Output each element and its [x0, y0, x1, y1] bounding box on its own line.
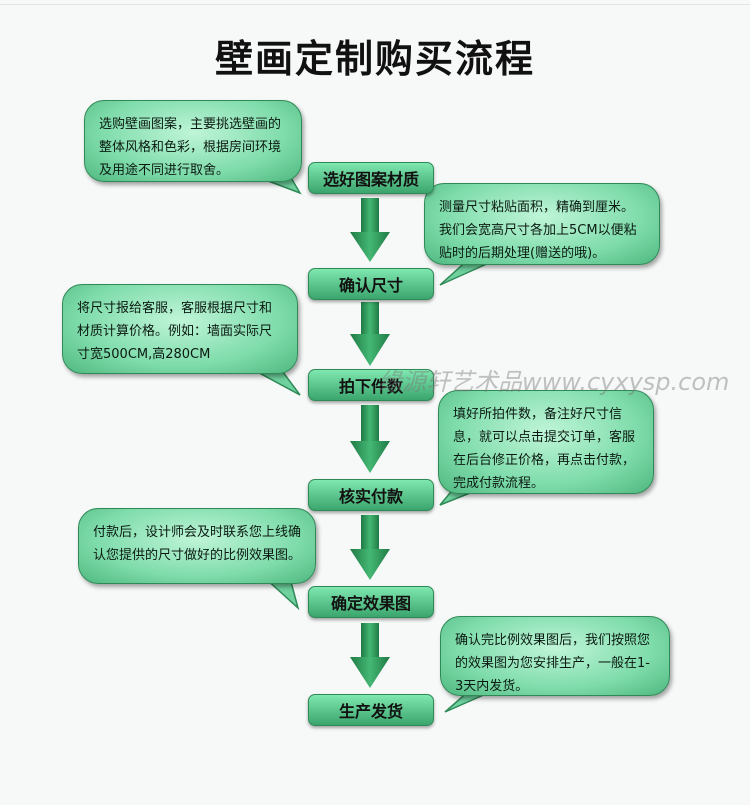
step-6-label: 生产发货	[338, 702, 403, 721]
step-1-label: 选好图案材质	[322, 170, 419, 189]
watermark: 缘源轩艺术品www.cyxysp.com	[378, 368, 730, 396]
note-5: 付款后，设计师会及时联系您上线确认您提供的尺寸做好的比例效果图。	[78, 508, 316, 584]
note-3-text: 将尺寸报给客服，客服根据尺寸和材质计算价格。例如：墙面实际尺寸宽500CM,高2…	[77, 301, 273, 362]
note-4: 填好所拍件数，备注好尺寸信息，就可以点击提交订单，客服在后台修正价格，再点击付款…	[438, 390, 654, 494]
arrow-2	[350, 302, 390, 366]
note-5-text: 付款后，设计师会及时联系您上线确认您提供的尺寸做好的比例效果图。	[93, 525, 302, 563]
note-2: 测量尺寸粘贴面积，精确到厘米。我们会宽高尺寸各加上5CM以便粘贴时的后期处理(赠…	[424, 183, 660, 265]
arrow-5	[350, 623, 390, 688]
step-2-label: 确认尺寸	[338, 276, 403, 295]
note-1: 选购壁画图案，主要挑选壁画的整体风格和色彩，根据房间环境及用途不同进行取舍。	[84, 100, 302, 182]
note-4-text: 填好所拍件数，备注好尺寸信息，就可以点击提交订单，客服在后台修正价格，再点击付款…	[453, 407, 636, 491]
note-1-text: 选购壁画图案，主要挑选壁画的整体风格和色彩，根据房间环境及用途不同进行取舍。	[99, 117, 282, 178]
note-2-text: 测量尺寸粘贴面积，精确到厘米。我们会宽高尺寸各加上5CM以便粘贴时的后期处理(赠…	[439, 200, 637, 261]
note-6-text: 确认完比例效果图后，我们按照您的效果图为您安排生产，一般在1-3天内发货。	[455, 633, 651, 694]
note-3: 将尺寸报给客服，客服根据尺寸和材质计算价格。例如：墙面实际尺寸宽500CM,高2…	[62, 284, 298, 374]
step-produce-ship: 生产发货	[308, 694, 434, 726]
step-order-quantity: 拍下件数	[308, 369, 434, 401]
step-5-label: 确定效果图	[330, 594, 411, 613]
page-title: 壁画定制购买流程	[214, 37, 535, 81]
step-confirm-size: 确认尺寸	[308, 268, 434, 300]
arrow-3	[350, 405, 390, 473]
step-confirm-rendering: 确定效果图	[308, 586, 434, 618]
note-6: 确认完比例效果图后，我们按照您的效果图为您安排生产，一般在1-3天内发货。	[440, 616, 670, 696]
step-select-pattern: 选好图案材质	[308, 162, 434, 194]
arrow-4	[350, 515, 390, 580]
step-3-label: 拍下件数	[338, 377, 403, 396]
arrow-1	[350, 198, 390, 262]
step-4-label: 核实付款	[338, 487, 403, 506]
divider	[0, 4, 750, 5]
step-verify-payment: 核实付款	[308, 479, 434, 511]
